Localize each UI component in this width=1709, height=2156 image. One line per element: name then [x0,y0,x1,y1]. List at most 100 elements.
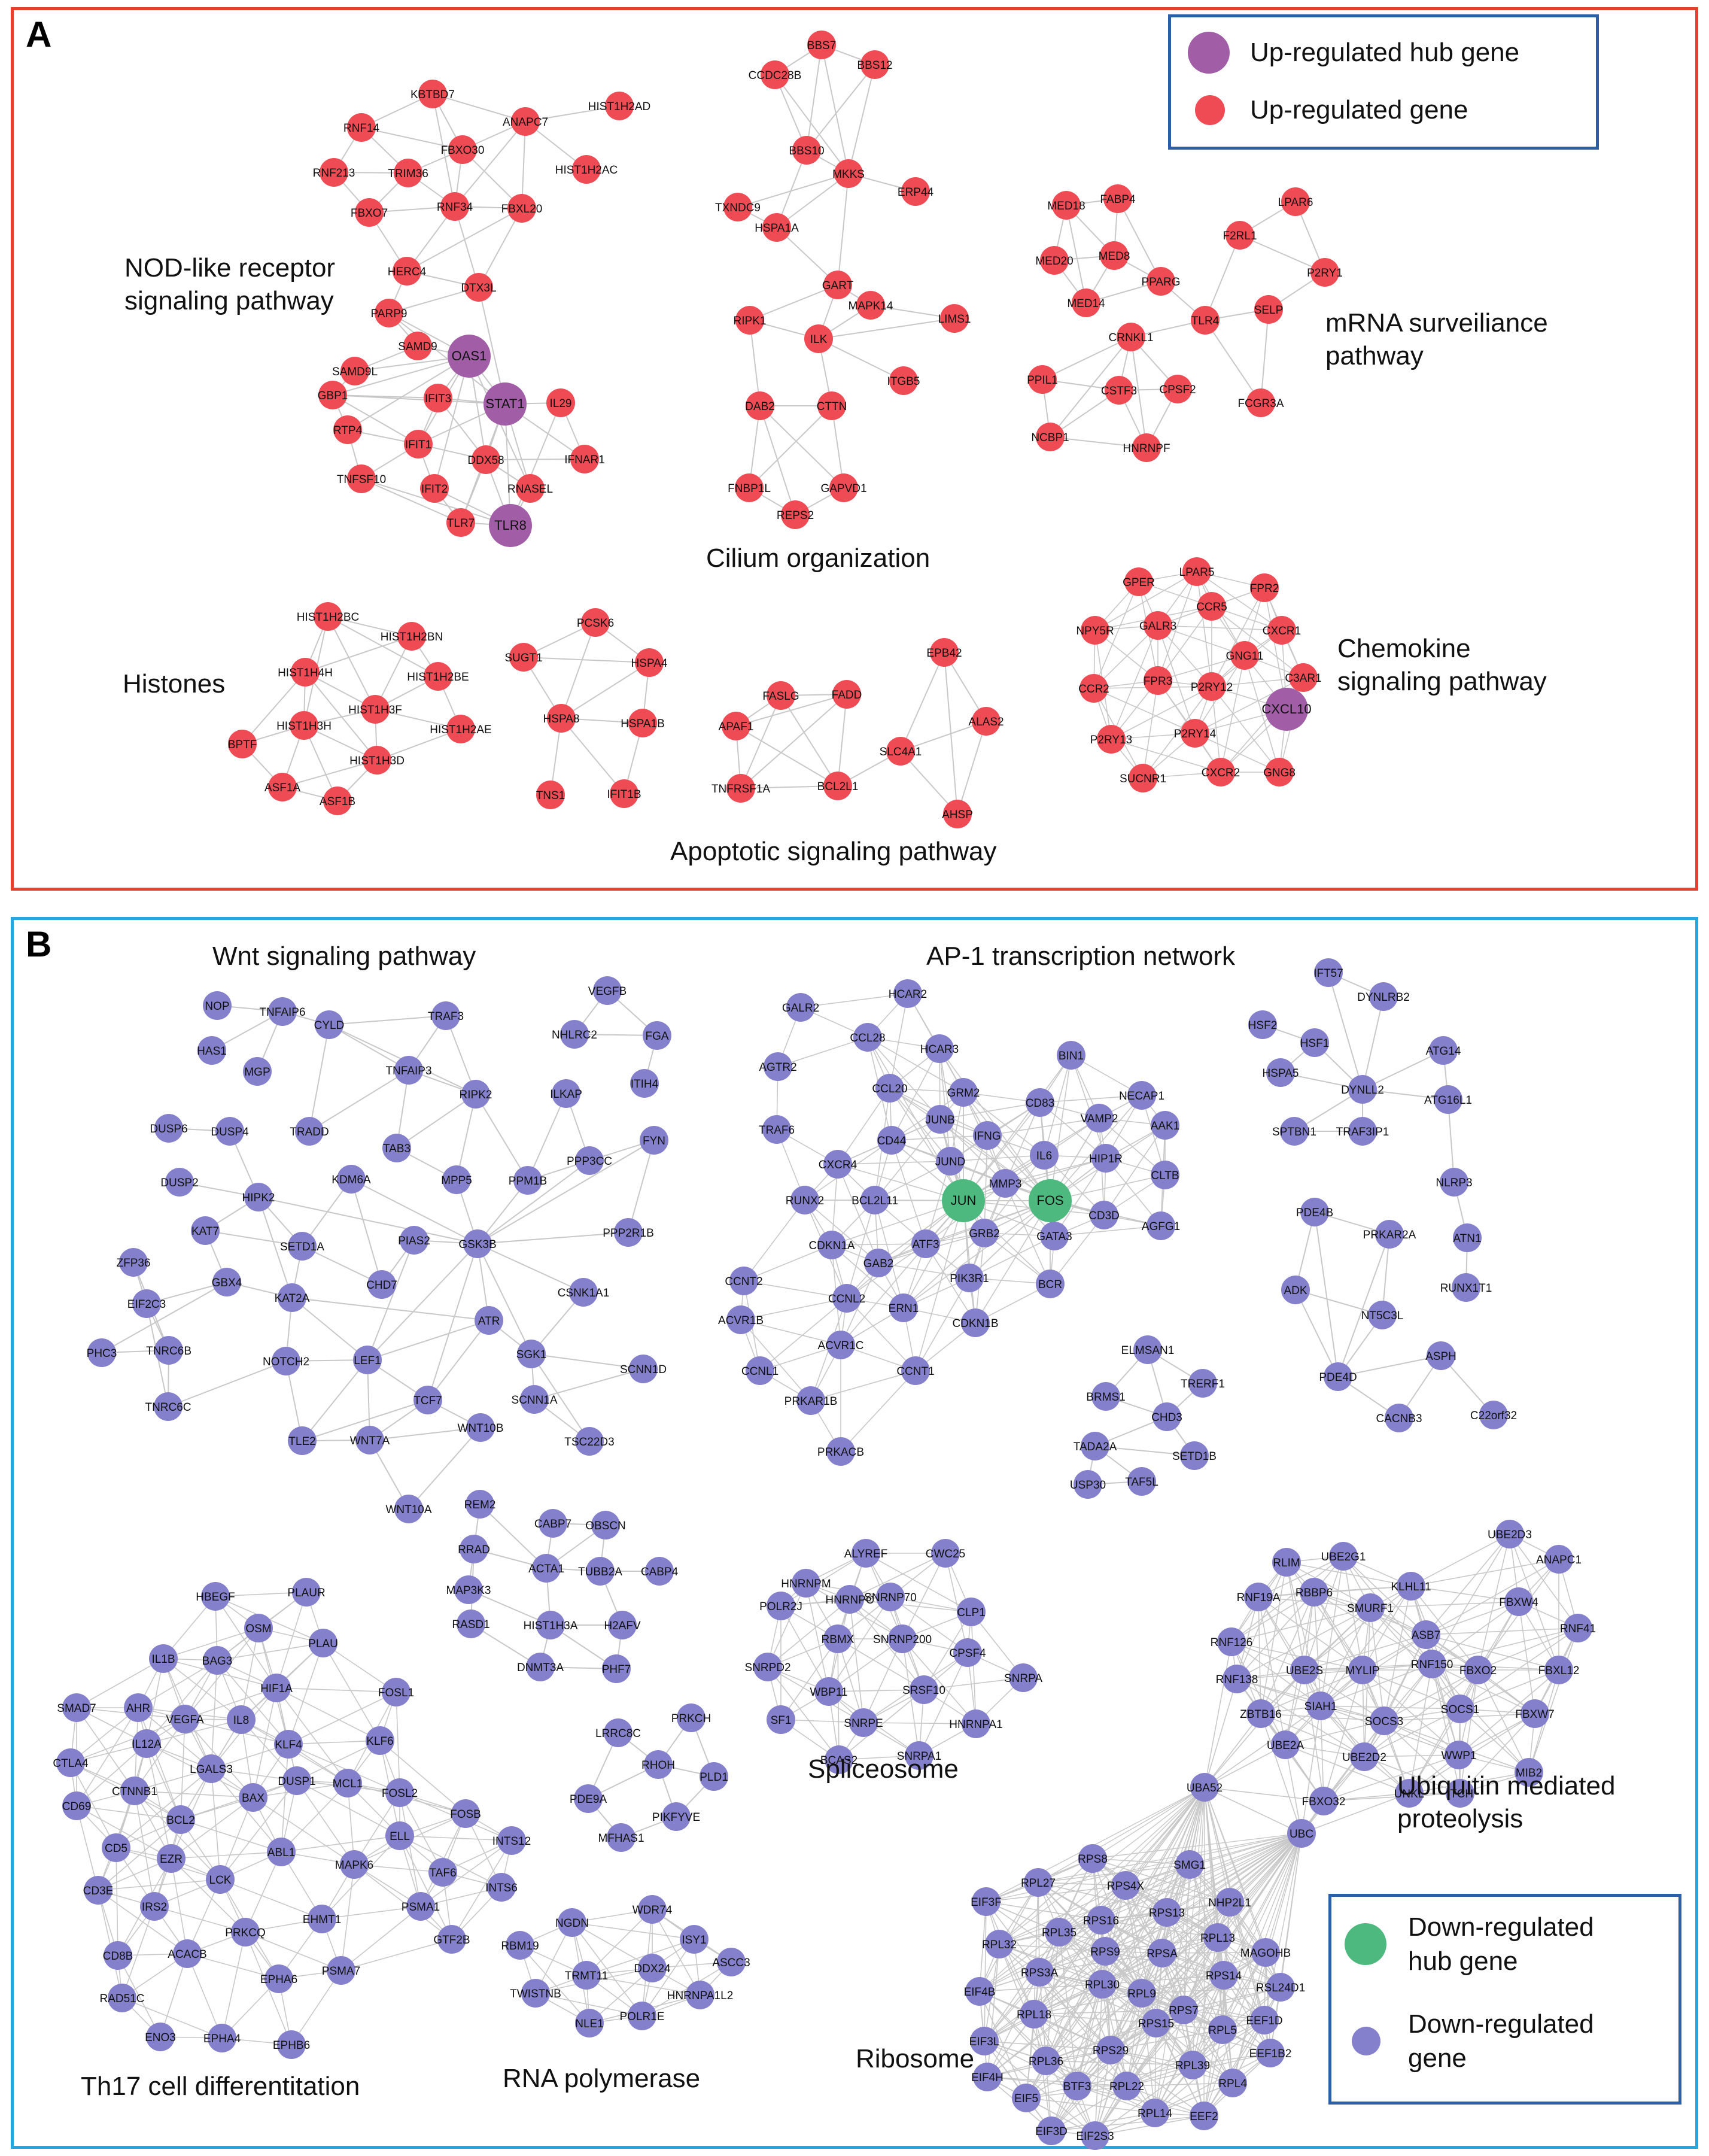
gene-node: RPL32 [982,1930,1017,1958]
gene-label: AGTR2 [759,1061,796,1074]
gene-node: C22orf32 [1470,1401,1517,1429]
gene-node-circle [1452,1273,1480,1302]
gene-label: PHF7 [602,1663,631,1676]
gene-node-circle [227,1705,256,1734]
network-edge [1141,1987,1281,1994]
gene-node-circle [509,643,538,672]
gene-node: P2RY13 [1090,725,1132,754]
gene-node-circle [1197,672,1226,701]
gene-node-circle [1178,2051,1207,2079]
gene-label: IFNAR1 [564,454,605,466]
gene-node: DYNLRB2 [1357,982,1410,1011]
gene-label: DDX24 [634,1963,671,1975]
gene-node: TADA2A [1074,1432,1117,1460]
gene-node-circle [1385,1404,1413,1432]
network-edge [258,1197,478,1244]
hub-gene-node: TLR8 [489,504,532,547]
network-edge [220,1797,254,1880]
network-edge [138,1707,212,1769]
gene-label: AHSP [942,809,973,821]
gene-node: ASCC3 [712,1948,750,1976]
network-edge [915,1277,970,1371]
gene-node: MGP [243,1057,272,1086]
gene-label: ATG14 [1426,1045,1461,1058]
gene-label: CCNL1 [741,1365,779,1378]
network-edge [291,1297,489,1321]
gene-label: C3AR1 [1285,672,1321,685]
network-edge [70,1762,117,1848]
network-edge [323,1642,397,1693]
gene-node-circle [385,1778,414,1807]
network-edge [891,1048,940,1141]
gene-label: P2RY12 [1191,681,1233,694]
gene-node: WNT10A [385,1495,432,1523]
network-edge [1059,1932,1184,2011]
network-edge [1125,1885,1142,1994]
network-edge [205,1230,303,1247]
gene-label: SMAD7 [57,1702,96,1715]
network-edge [1111,625,1158,740]
gene-node: PPM1B [509,1166,547,1195]
network-edge [561,622,596,719]
gene-label: BPTF [228,739,257,751]
network-edge [818,338,904,381]
gene-label: NLE1 [575,2018,604,2030]
gene-node-circle [834,159,863,188]
gene-label: CTTN [817,400,847,413]
network-edge [1105,1833,1302,1952]
gene-node: UBE2D3 [1488,1520,1532,1548]
gene-node-circle [1324,1362,1352,1391]
gene-node: EIF5 [1012,2084,1041,2112]
gene-node-circle [1129,764,1157,792]
gene-label: EZR [160,1853,183,1866]
gene-label: HNRNPM [781,1578,831,1590]
network-edge [1194,733,1280,773]
network-edge [288,1744,400,1793]
gene-node-circle [228,730,257,758]
gene-label: MED18 [1047,200,1085,212]
network-edge [329,1015,446,1025]
network-edge [837,173,849,286]
network-edge [987,1944,1000,2078]
gene-node: AGFG1 [1142,1211,1180,1240]
gene-node-circle [521,1979,550,2008]
network-edge [1286,1562,1321,1706]
gene-label: ACVR1C [817,1340,863,1352]
network-edge [477,1160,590,1244]
caption-nod-pathway: NOD-like receptor signaling pathway [124,251,335,317]
network-edge [76,1805,99,1891]
gene-label: ASCC3 [712,1957,750,1969]
network-edge [321,1835,400,1920]
network-edge [160,1953,188,2037]
network-edge [253,1797,355,1865]
network-edge [432,93,455,207]
network-edge [180,1718,186,1820]
gene-node: RBM19 [501,1931,539,1960]
gene-node: RIPK1 [734,306,766,335]
network-edge [984,1951,1106,2042]
gene-node-circle [1440,1168,1468,1197]
gene-label: FBXW7 [1515,1708,1554,1721]
network-edge [220,1780,297,1880]
network-edge [1204,1641,1232,1788]
network-edge [1094,1984,1103,2136]
gene-node-circle [1289,663,1318,692]
gene-node: TNRC6B [146,1336,191,1365]
network-edge [1045,1993,1142,2061]
gene-node: GBP1 [318,381,348,409]
gene-node: IFIT1B [607,779,641,808]
gene-node: TRAF3 [428,1001,464,1030]
network-edge [1203,2029,1223,2116]
gene-label: BAG3 [202,1655,233,1668]
network-edge [296,1740,381,1781]
network-edge [837,1164,964,1201]
gene-label: CXCR2 [1202,767,1240,779]
gene-node-circle [446,715,475,743]
gene-node-circle [605,92,634,120]
gene-node: CDKN1A [808,1231,855,1259]
network-edge [1100,1787,1205,1921]
gene-node-circle [955,1264,984,1292]
gene-node: ELMSAN1 [1121,1335,1174,1364]
gene-label: HIPK2 [242,1192,275,1204]
